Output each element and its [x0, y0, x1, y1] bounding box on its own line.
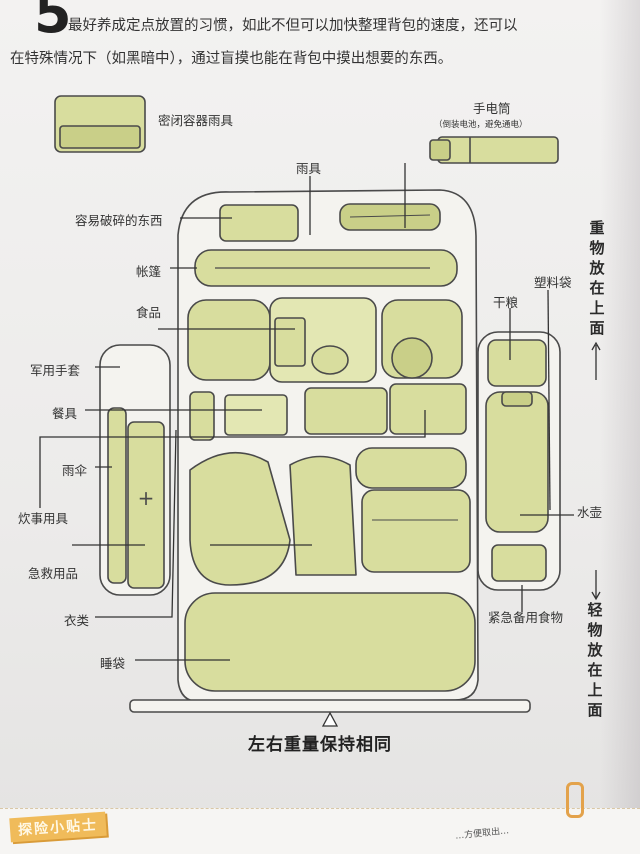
label-clothes: 衣类: [64, 613, 90, 628]
dry-food-icon: [487, 339, 547, 387]
intro-line-1: 最好养成定点放置的习惯，如此不但可以加快整理背包的速度，还可以: [68, 18, 518, 34]
label-sleeping-bag: 睡袋: [100, 656, 126, 671]
label-dry-food: 干粮: [493, 295, 519, 310]
intro-line-2: 在特殊情况下（如黑暗中），通过盲摸也能在背包中摸出想要的东西。: [10, 51, 453, 67]
label-food: 食品: [136, 305, 162, 320]
water-bottle-icon: [485, 391, 549, 533]
flashlight-icon: [429, 136, 559, 164]
label-tent: 帐篷: [136, 264, 162, 279]
label-umbrella: 雨伞: [62, 463, 88, 478]
jacket-icon: [289, 455, 357, 576]
label-sealed-rain-gear: 密闭容器雨具: [158, 113, 234, 128]
cutlery-icon: [224, 394, 288, 436]
emergency-food-icon: [491, 544, 547, 582]
label-rain-gear: 雨具: [296, 161, 322, 176]
socks-icon: [355, 447, 467, 489]
svg-text:+: +: [138, 486, 155, 510]
label-first-aid: 急救用品: [28, 566, 79, 581]
label-tableware: 餐具: [52, 406, 78, 421]
first-aid-kit-icon: [127, 421, 165, 589]
page-fold-shadow: [600, 0, 640, 853]
label-gloves: 军用手套: [30, 363, 81, 378]
umbrella-icon: [107, 407, 127, 584]
label-flashlight-note: （倒装电池，避免通电）: [434, 120, 528, 130]
label-fragile: 容易破碎的东西: [75, 213, 163, 228]
fragile-items-icon: [219, 204, 299, 242]
rain-gear-icon: [339, 203, 441, 231]
sweater-icon: [189, 451, 291, 586]
sleeping-bag-icon: [184, 592, 476, 692]
intro-paragraph: 最好养成定点放置的习惯，如此不但可以加快整理背包的速度，还可以 在特殊情况下（如…: [10, 10, 610, 76]
cookware-bag-icon: [361, 489, 471, 573]
cup-icon: [189, 391, 215, 441]
label-flashlight: 手电筒: [473, 101, 511, 116]
label-water-bottle: 水壶: [577, 505, 603, 520]
bottom-title: 左右重量保持相同: [248, 735, 392, 755]
lunchbox-icon: [304, 387, 388, 435]
label-plastic-bag: 塑料袋: [534, 275, 572, 290]
stove-box-icon: [389, 383, 467, 435]
next-page-strip: [0, 808, 640, 854]
paperclip-icon: [566, 782, 584, 818]
label-cookware: 炊事用具: [18, 511, 69, 526]
step-number: 5: [34, 0, 72, 45]
pot-lid-icon: [391, 337, 433, 379]
backpack-base: [129, 699, 531, 713]
food-bag-icon: [187, 299, 271, 381]
side-note-light-top: 轻物放在上面: [587, 601, 603, 719]
side-note-heavy-top: 重物放在上面: [589, 219, 605, 337]
label-emergency-food: 紧急备用食物: [488, 610, 564, 625]
